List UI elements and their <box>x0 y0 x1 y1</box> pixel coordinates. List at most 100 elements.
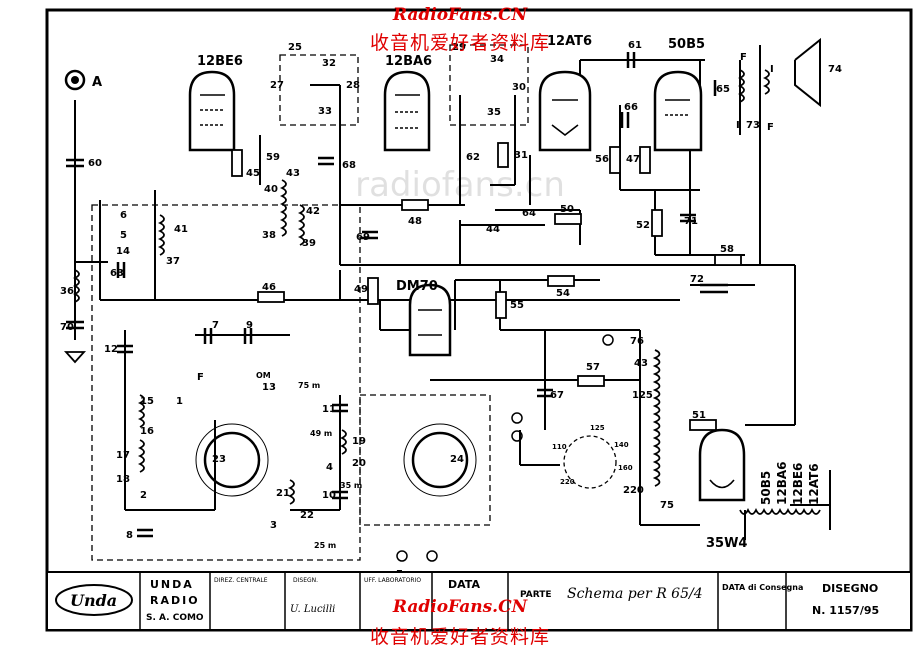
header-data: DATA <box>448 578 480 591</box>
header-lab: UFF. LABORATORIO <box>364 577 421 584</box>
parte-value: Schema per R 65/4 <box>567 586 703 602</box>
label-c23: 23 <box>212 454 226 465</box>
label-i2: I <box>736 120 740 131</box>
label-c43: 43 <box>286 168 300 179</box>
watermark-faint: radiofans.cn <box>355 165 565 205</box>
header-disegno: DISEGNO <box>822 582 878 595</box>
wave-switch-23 <box>203 431 261 489</box>
label-c24: 24 <box>450 454 464 465</box>
header-parte: PARTE <box>520 590 552 600</box>
heater-label-12BA6: 12BA6 <box>775 462 789 505</box>
label-c51: 51 <box>692 410 706 421</box>
label-c67: 67 <box>550 390 564 401</box>
label-c43b: 43 <box>634 358 648 369</box>
label-49m: 49 m <box>310 429 332 438</box>
header-disegn: DISEGN. <box>293 577 318 584</box>
label-c57: 57 <box>586 362 600 373</box>
label-c47: 47 <box>626 154 640 165</box>
label-c7: 7 <box>212 320 219 331</box>
header-consegna: DATA di Consegna <box>722 583 803 592</box>
heater-label-12AT6: 12AT6 <box>807 463 821 505</box>
heater-label-12BE6: 12BE6 <box>791 463 805 505</box>
label-c63: 63 <box>110 268 124 279</box>
label-c37: 37 <box>166 256 180 267</box>
label-c16: 16 <box>140 426 154 437</box>
watermark-cn-top: 收音机爱好者资料库 <box>369 32 550 54</box>
label-c56: 56 <box>595 154 609 165</box>
tube-label-35W4: 35W4 <box>706 536 747 551</box>
label-c12: 12 <box>104 344 118 355</box>
label-c48: 48 <box>408 216 422 227</box>
label-om: OM <box>256 371 271 380</box>
antenna-label: A <box>92 75 102 90</box>
ground-symbol <box>63 351 87 364</box>
label-c69: 69 <box>356 232 370 243</box>
label-c20: 20 <box>352 458 366 469</box>
label-c220: 220 <box>560 478 575 486</box>
label-c73: 73 <box>746 120 760 131</box>
label-c40: 40 <box>264 184 278 195</box>
label-c13: 13 <box>262 382 276 393</box>
label-c35: 35 <box>487 107 501 118</box>
company-name-3: S. A. COMO <box>146 613 204 623</box>
label-c38: 38 <box>262 230 276 241</box>
label-c29: 29 <box>452 42 466 53</box>
label-75m: 75 m <box>298 381 320 390</box>
label-c45: 45 <box>246 168 260 179</box>
label-c42: 42 <box>306 206 320 217</box>
label-c125: 125 <box>632 390 653 401</box>
tube-label-50B5: 50B5 <box>668 37 705 52</box>
label-c21: 21 <box>276 488 290 499</box>
label-c3: 3 <box>270 520 277 531</box>
tube-12BE6-envelope <box>188 70 236 152</box>
label-c65: 65 <box>716 84 730 95</box>
label-c52: 52 <box>636 220 650 231</box>
label-c39: 39 <box>302 238 316 249</box>
label-c28: 28 <box>346 80 360 91</box>
label-c31: 31 <box>514 150 528 161</box>
label-c60: 60 <box>88 158 102 169</box>
label-c32: 32 <box>322 58 336 69</box>
label-c140: 140 <box>614 441 629 449</box>
label-c27: 27 <box>270 80 284 91</box>
heater-label-50B5: 50B5 <box>759 471 773 505</box>
label-c58: 58 <box>720 244 734 255</box>
label-c14: 14 <box>116 246 130 257</box>
label-c54: 54 <box>556 288 570 299</box>
label-c110: 110 <box>552 443 567 451</box>
disegno-value: N. 1157/95 <box>812 604 879 617</box>
label-c49: 49 <box>354 284 368 295</box>
label-c18: 18 <box>116 474 130 485</box>
label-c59: 59 <box>266 152 280 163</box>
label-c75: 75 <box>660 500 674 511</box>
label-c74: 74 <box>828 64 842 75</box>
label-c17: 17 <box>116 450 130 461</box>
signature: U. Lucilli <box>290 604 335 615</box>
label-c70: 70 <box>60 322 74 333</box>
label-c34: 34 <box>490 54 504 65</box>
label-c125b: 125 <box>590 424 605 432</box>
label-c61: 61 <box>628 40 642 51</box>
watermark-cn-bottom: 收音机爱好者资料库 <box>369 626 550 648</box>
label-c55: 55 <box>510 300 524 311</box>
wave-switch-24 <box>411 431 469 489</box>
tube-12BA6-envelope <box>383 70 431 152</box>
label-c50: 50 <box>560 204 574 215</box>
tube-label-12BE6: 12BE6 <box>197 54 243 69</box>
label-f2: F <box>767 122 774 133</box>
label-c71: 71 <box>684 216 698 227</box>
label-f1: F <box>740 52 747 63</box>
label-c220b: 220 <box>623 485 644 496</box>
label-c8: 8 <box>126 530 133 541</box>
tube-35W4-envelope <box>698 428 746 502</box>
label-c66: 66 <box>624 102 638 113</box>
label-c9: 9 <box>246 320 253 331</box>
label-c76: 76 <box>630 336 644 347</box>
label-c2: 2 <box>140 490 147 501</box>
tube-label-DM70: DM70 <box>396 279 438 294</box>
label-c160: 160 <box>618 464 633 472</box>
tube-DM70-envelope <box>408 283 452 357</box>
company-name-2: RADIO <box>150 594 200 607</box>
tube-12AT6-envelope <box>538 70 592 152</box>
